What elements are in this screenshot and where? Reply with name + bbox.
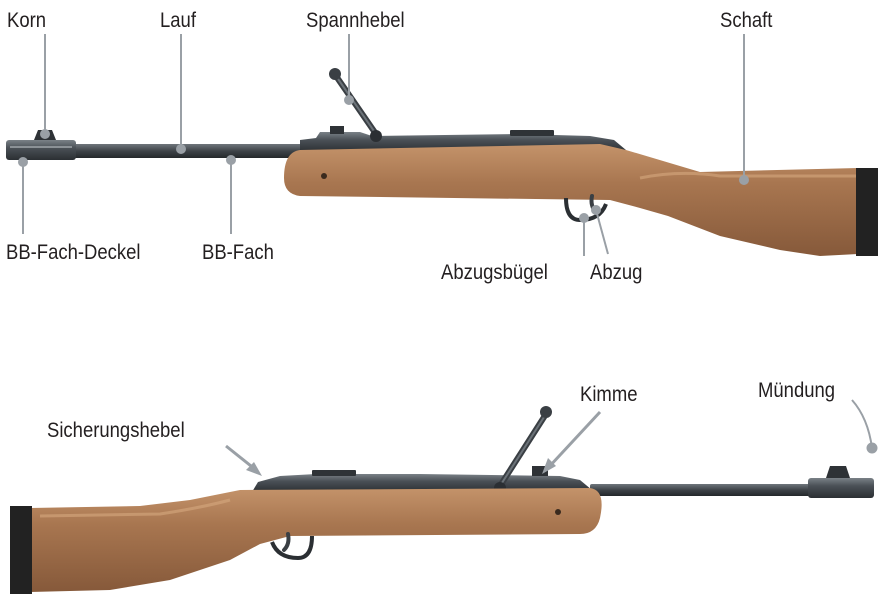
label-spannhebel: Spannhebel <box>306 10 405 31</box>
butt-pad-2 <box>10 506 32 594</box>
stock-2 <box>30 488 602 592</box>
label-kimme: Kimme <box>580 384 638 405</box>
bb-compartment-cover <box>6 140 76 160</box>
stock <box>284 144 858 256</box>
label-bb-fach-deckel: BB-Fach-Deckel <box>6 242 141 263</box>
label-sicherungshebel: Sicherungshebel <box>47 420 185 441</box>
label-muendung: Mündung <box>758 380 835 401</box>
trigger-guard-2 <box>272 536 312 558</box>
label-schaft: Schaft <box>720 10 772 31</box>
label-bb-fach: BB-Fach <box>202 242 274 263</box>
label-abzug: Abzug <box>590 262 642 283</box>
label-lauf: Lauf <box>160 10 196 31</box>
label-korn: Korn <box>7 10 46 31</box>
rifle-side-1 <box>6 68 878 256</box>
butt-pad <box>856 168 878 256</box>
label-abzugsbuegel: Abzugsbügel <box>441 262 548 283</box>
